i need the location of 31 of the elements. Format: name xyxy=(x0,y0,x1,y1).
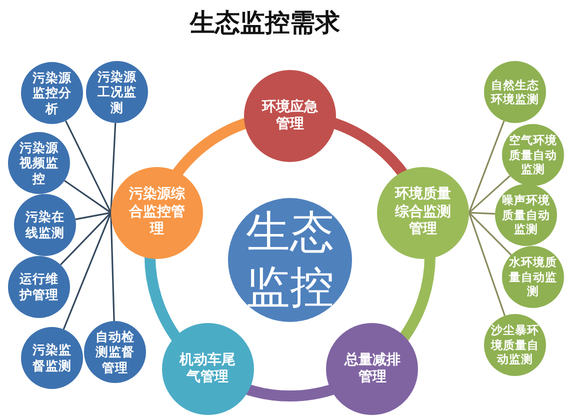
sub-topic-circle: 空气环境质量自动监测 xyxy=(502,124,564,186)
sub-topic-circle: 自然生态环境监测 xyxy=(484,61,546,123)
topic-circle: 总量减排管理 xyxy=(326,323,418,416)
connector-line xyxy=(468,120,505,213)
sub-topic-circle: 噪声环境质量自动监测 xyxy=(495,184,557,246)
connector-line xyxy=(468,212,512,256)
sub-topic-circle: 污染源工况监测 xyxy=(86,61,148,123)
sub-topic-circle: 污染监督监测 xyxy=(21,327,83,389)
sub-topic-circle: 运行维护管理 xyxy=(8,256,70,318)
connector-line xyxy=(469,212,496,215)
sub-topic-circle: 污染源监控分析 xyxy=(21,62,83,124)
connector-line xyxy=(62,212,112,330)
connector-line xyxy=(64,180,112,214)
topic-circle: 机动车尾气管理 xyxy=(162,323,254,416)
connector-line xyxy=(468,212,506,316)
sub-topic-circle: 水环境质量自动监测 xyxy=(502,246,564,308)
sub-topic-circle: 自动检测监督管理 xyxy=(84,321,146,383)
connector-line xyxy=(75,212,112,220)
connector-line xyxy=(110,212,115,322)
topic-circle: 环境质量综合监测管理 xyxy=(377,166,470,259)
sub-topic-circle: 沙尘暴环境质量自动监测 xyxy=(484,314,546,376)
connector-line xyxy=(468,175,511,214)
topic-circle: 污染源综合监控管理 xyxy=(110,166,203,259)
center-circle: 生态监控 xyxy=(228,198,352,322)
connector-line xyxy=(64,120,112,214)
connector-line xyxy=(60,212,112,266)
sub-topic-circle: 污染在线监测 xyxy=(14,194,76,256)
sub-topic-circle: 污染源视频监控 xyxy=(8,132,70,194)
title: 生态监控需求 xyxy=(188,7,341,39)
topic-circle: 环境应急管理 xyxy=(244,70,336,162)
connector-line xyxy=(110,122,116,213)
